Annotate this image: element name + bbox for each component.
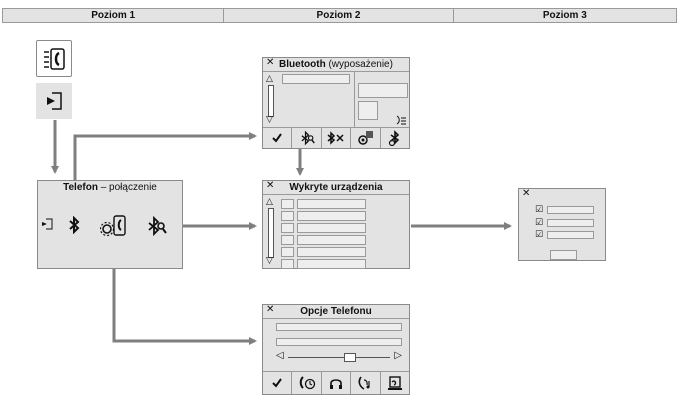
opcje-title: Opcje Telefonu xyxy=(300,306,372,317)
toolbar-button[interactable] xyxy=(381,128,409,148)
checkbox-row[interactable]: ☑ xyxy=(535,204,595,215)
check-icon xyxy=(272,133,283,143)
wykryte-panel: ✕ Wykryte urządzenia △ ▽ xyxy=(262,180,410,269)
toolbar-button[interactable] xyxy=(292,128,322,148)
list-item[interactable] xyxy=(281,259,366,269)
close-icon[interactable]: ✕ xyxy=(266,304,275,315)
level-1-header: Poziom 1 xyxy=(3,9,225,22)
bluetooth-disconnect-icon xyxy=(327,131,344,145)
call-timer-icon xyxy=(299,376,315,390)
exit-icon xyxy=(47,92,62,110)
bluetooth-toolbar xyxy=(263,127,409,148)
checkbox-row[interactable]: ☑ xyxy=(535,229,595,240)
checkbox-icon[interactable]: ☑ xyxy=(535,204,544,214)
exit-icon-box[interactable] xyxy=(36,83,72,119)
slider-right-icon[interactable]: ▷ xyxy=(394,350,402,361)
bluetooth-panel: ✕ Bluetooth (wyposażenie) △ ▽ xyxy=(262,57,410,149)
slider-thumb[interactable] xyxy=(344,353,356,362)
device-list-icon xyxy=(395,115,407,125)
device-image xyxy=(358,101,378,120)
bluetooth-settings-icon xyxy=(358,131,374,145)
close-icon[interactable]: ✕ xyxy=(266,57,275,68)
opcje-panel: ✕ Opcje Telefonu ◁ ▷ xyxy=(262,304,410,395)
headset-icon xyxy=(330,379,343,389)
option-field[interactable] xyxy=(276,338,402,346)
toolbar-button[interactable] xyxy=(322,128,352,148)
list-item[interactable] xyxy=(281,199,366,209)
phone-book-icon xyxy=(387,376,402,390)
close-icon[interactable]: ✕ xyxy=(266,180,275,191)
bluetooth-phone-icon xyxy=(388,130,400,146)
level-3-header: Poziom 3 xyxy=(453,9,676,22)
list-item[interactable] xyxy=(281,211,366,221)
scrollbar[interactable] xyxy=(268,85,274,117)
check-icon xyxy=(272,378,283,388)
bluetooth-icon[interactable] xyxy=(66,215,82,235)
opcje-toolbar xyxy=(263,371,409,394)
telefon-panel: Telefon – połączenie xyxy=(37,180,183,269)
phone-ring-icon xyxy=(358,376,371,390)
scroll-down-icon[interactable]: ▽ xyxy=(266,255,273,265)
phone-book-icon xyxy=(44,47,65,70)
telefon-title: Telefon – połączenie xyxy=(63,182,157,193)
list-item[interactable] xyxy=(281,247,366,257)
bluetooth-title: Bluetooth (wyposażenie) xyxy=(279,59,393,70)
close-icon[interactable]: ✕ xyxy=(522,188,531,199)
toolbar-button[interactable] xyxy=(263,372,293,394)
scroll-up-icon[interactable]: △ xyxy=(266,73,273,83)
phone-book-icon-box[interactable] xyxy=(36,40,72,77)
toolbar-button[interactable] xyxy=(351,128,381,148)
level-header: Poziom 1 Poziom 2 Poziom 3 xyxy=(2,8,677,23)
exit-icon[interactable] xyxy=(40,217,54,231)
bluetooth-search-icon[interactable] xyxy=(144,214,168,238)
scroll-up-icon[interactable]: △ xyxy=(266,196,273,206)
scroll-down-icon[interactable]: ▽ xyxy=(266,114,273,124)
checkbox-row[interactable]: ☑ xyxy=(535,217,595,228)
toolbar-button[interactable] xyxy=(351,372,381,394)
wykryte-title: Wykryte urządzenia xyxy=(289,182,383,193)
checkbox-icon[interactable]: ☑ xyxy=(535,217,544,227)
slider-left-icon[interactable]: ◁ xyxy=(276,350,284,361)
scrollbar[interactable] xyxy=(268,208,274,258)
bluetooth-search-icon xyxy=(301,130,315,146)
toolbar-button[interactable] xyxy=(322,372,352,394)
list-item[interactable] xyxy=(281,223,366,233)
device-info-field xyxy=(358,83,408,98)
phone-settings-icon[interactable] xyxy=(100,214,128,238)
list-item[interactable] xyxy=(281,235,366,245)
level3-panel: ✕ ☑ ☑ ☑ xyxy=(518,188,606,261)
confirm-button[interactable] xyxy=(550,250,577,260)
option-field[interactable] xyxy=(276,323,402,331)
device-name-field[interactable] xyxy=(282,74,350,84)
toolbar-button[interactable] xyxy=(381,372,409,394)
checkbox-icon[interactable]: ☑ xyxy=(535,229,544,239)
volume-slider[interactable]: ◁ ▷ xyxy=(276,350,402,363)
level-2-header: Poziom 2 xyxy=(224,9,454,22)
toolbar-button[interactable] xyxy=(263,128,293,148)
toolbar-button[interactable] xyxy=(292,372,322,394)
